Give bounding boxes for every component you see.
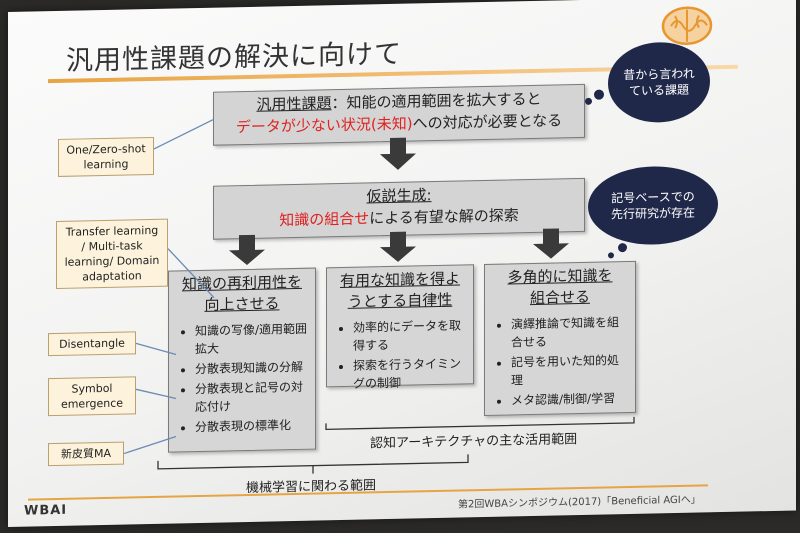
bracket-ml-label: 機械学習に関わる範囲 <box>246 478 377 497</box>
arrow-down-left <box>229 234 265 265</box>
connector-disentangle <box>135 342 177 356</box>
bracket-cognitive <box>325 416 635 431</box>
connector-neocortex <box>123 435 177 455</box>
connector-oneshot <box>153 119 214 150</box>
brain-logo-icon <box>661 6 713 46</box>
diagram-connectors <box>28 119 708 501</box>
arrow-down-mid <box>380 231 416 262</box>
arrow-down-right <box>533 228 569 259</box>
connector-symbol <box>135 388 177 400</box>
footer-line <box>28 484 708 501</box>
arrow-down-1 <box>380 137 416 170</box>
presentation-slide: 汎用性課題の解決に向けて 汎用性課題：知能の適用範囲を拡大すると データが少ない… <box>8 0 796 527</box>
wbai-logo: WBAI <box>24 502 68 519</box>
connector-transfer <box>167 248 215 299</box>
